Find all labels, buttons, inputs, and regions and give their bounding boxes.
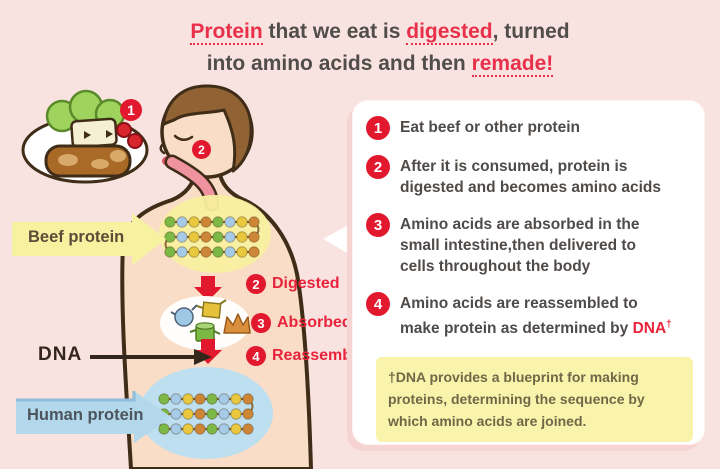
step-3-badge: 3 [251, 313, 271, 333]
step-badge-plate: 1 [120, 99, 142, 121]
title-highlight-protein: Protein [190, 20, 263, 45]
info-item-4-text: Amino acids are reassembled to make prot… [400, 295, 672, 338]
info-item-1-badge: 1 [366, 116, 390, 140]
human-protein-label: Human protein [27, 406, 144, 424]
beef-protein-chain [164, 216, 260, 258]
step-label-absorbed: 3 Absorbed [251, 313, 352, 333]
amino-acid-crown [223, 313, 251, 334]
info-item-2-text: After it is consumed, protein is digeste… [400, 158, 661, 196]
beef-protein-label: Beef protein [28, 228, 125, 246]
footnote-box: †DNA provides a blueprint for making pro… [376, 357, 693, 443]
hair [161, 84, 253, 173]
meal-plate-illustration [21, 89, 149, 184]
info-item-4-badge: 4 [366, 292, 390, 316]
info-panel: 1 Eat beef or other protein 2 After it i… [352, 100, 705, 445]
info-item-3-text: Amino acids are absorbed in the small in… [400, 216, 640, 275]
info-item-1-text: Eat beef or other protein [400, 119, 580, 136]
info-item-2: 2 After it is consumed, protein is diges… [366, 155, 695, 198]
title-highlight-remade: remade! [471, 51, 554, 77]
title-highlight-digested: digested [406, 20, 493, 45]
step-badge-mouth: 2 [192, 140, 211, 159]
info-item-1: 1 Eat beef or other protein [366, 116, 695, 140]
digest-arrow-1 [194, 276, 222, 301]
dna-highlight: DNA [632, 320, 667, 338]
title-line2: into amino acids and then remade! [206, 51, 554, 77]
step-label-digested: 2 Digested [246, 274, 340, 294]
panel-tail [323, 222, 354, 257]
step-4-badge: 4 [246, 346, 266, 366]
nose [159, 142, 166, 155]
dna-label: DNA [38, 344, 83, 365]
title-line1: Protein that we eat is digested, turned [190, 20, 570, 45]
amino-acids-group [160, 296, 251, 350]
info-item-3-badge: 3 [366, 213, 390, 237]
info-item-2-badge: 2 [366, 155, 390, 179]
dna-arrow [90, 349, 212, 365]
step-label-reassembled: 4 Reassembled [246, 346, 375, 366]
human-protein-arrow [16, 391, 171, 443]
beef-protein-arrow [12, 213, 166, 265]
step-2-badge: 2 [246, 274, 266, 294]
amino-acid-ball [174, 307, 194, 327]
info-item-3: 3 Amino acids are absorbed in the small … [366, 213, 695, 277]
amino-acid-cube [201, 301, 222, 319]
dna-dagger: † [666, 319, 672, 330]
title: Protein that we eat is digested, turned … [60, 16, 700, 79]
digest-arrow-2 [194, 339, 222, 364]
closed-eye [173, 134, 194, 141]
info-item-4: 4 Amino acids are reassembled to make pr… [366, 292, 695, 339]
